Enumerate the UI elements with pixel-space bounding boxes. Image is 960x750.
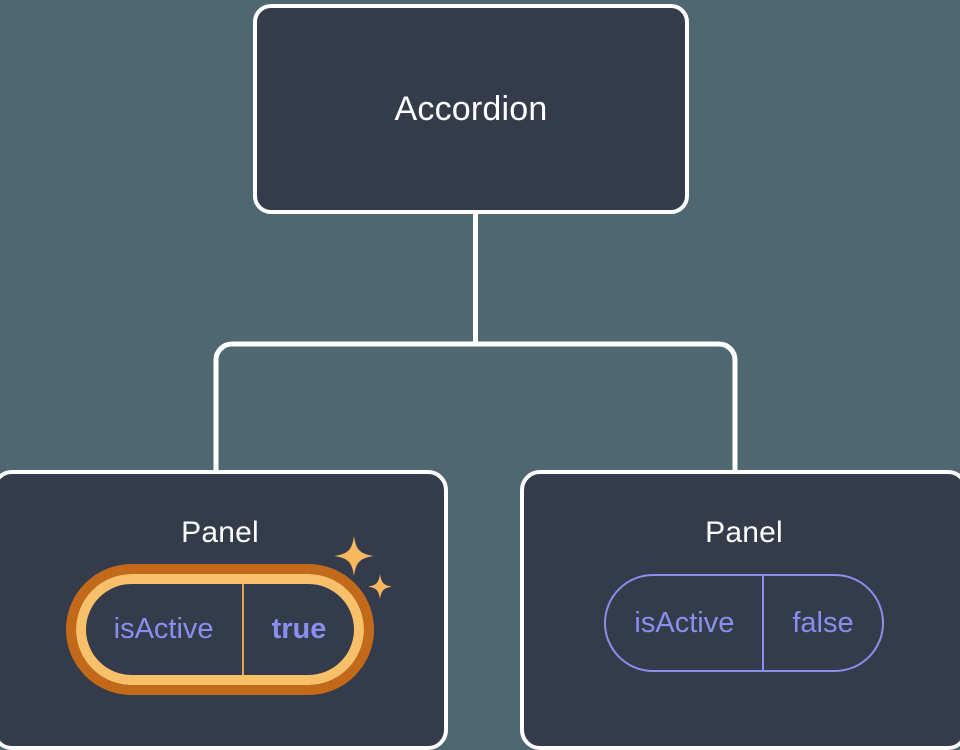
- node-accordion[interactable]: Accordion: [253, 4, 689, 214]
- prop-pill-isactive-true[interactable]: isActive true: [65, 564, 375, 695]
- sparkle-icon: [334, 536, 375, 576]
- prop-pill-divider-left: [241, 584, 244, 675]
- node-panel-left-title: Panel: [181, 516, 259, 549]
- component-tree-diagram: Accordion Panel isActive true Panel isAc…: [0, 4, 960, 750]
- node-panel-right[interactable]: Panel isActive false: [520, 470, 960, 750]
- connector-branch-right: [475, 341, 738, 474]
- node-accordion-title: Accordion: [394, 90, 548, 128]
- connector-branch-left: [213, 341, 476, 474]
- prop-name-left: isActive: [113, 613, 214, 645]
- sparkle-small-icon: [368, 574, 393, 599]
- prop-pill-right-wrap: isActive false: [604, 574, 884, 672]
- node-panel-right-title: Panel: [705, 516, 783, 549]
- node-panel-left[interactable]: Panel isActive true: [0, 470, 448, 750]
- prop-pill-divider-right: [762, 576, 765, 670]
- prop-pill-left-wrap: isActive true: [65, 536, 393, 695]
- prop-pill-isactive-false[interactable]: isActive false: [604, 574, 884, 672]
- prop-value-right: false: [792, 606, 854, 639]
- prop-name-right: isActive: [634, 606, 735, 639]
- prop-value-left: true: [271, 613, 327, 645]
